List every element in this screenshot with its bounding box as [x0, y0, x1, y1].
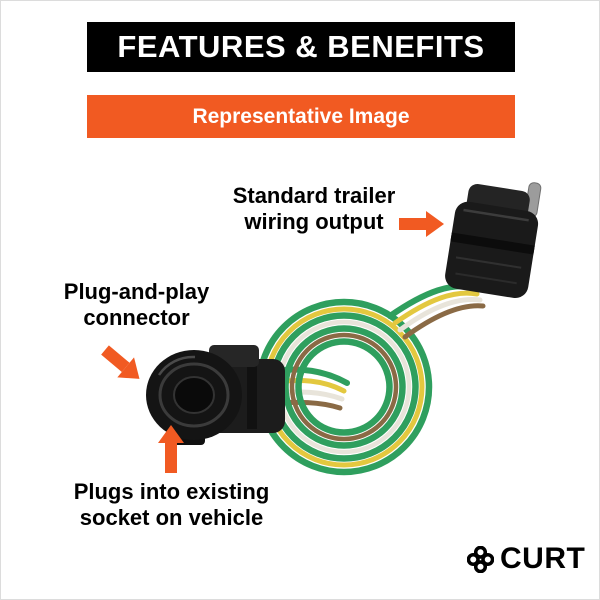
callout-plug-connector-line1: Plug-and-play [63, 279, 210, 304]
curt-flower-icon [467, 545, 494, 573]
curt-logo: CURT [467, 542, 585, 576]
callout-vehicle-socket-line1: Plugs into existing [73, 479, 270, 504]
callout-wiring-output-line1: Standard trailer [232, 183, 396, 208]
trailer-connector [445, 182, 542, 299]
curt-wordmark: CURT [500, 542, 586, 575]
banner-label: Representative Image [192, 104, 410, 128]
callout-plug-connector-line2: connector [83, 304, 190, 330]
callout-wiring-output-line2: wiring output [244, 208, 384, 234]
callout-wiring-output: Standard trailer wiring output [219, 183, 409, 234]
vehicle-connector [146, 345, 285, 445]
arrow-right-icon [399, 211, 444, 237]
callout-vehicle-socket: Plugs into existing socket on vehicle [59, 479, 284, 530]
representative-image-banner: Representative Image [87, 95, 515, 138]
callout-plug-connector: Plug-and-play connector [39, 279, 234, 330]
callout-vehicle-socket-line2: socket on vehicle [79, 504, 264, 530]
header-title: FEATURES & BENEFITS [117, 29, 485, 64]
trailer-wire-leads [387, 283, 486, 340]
arrow-up-icon [158, 425, 184, 473]
features-benefits-header: FEATURES & BENEFITS [87, 22, 515, 72]
